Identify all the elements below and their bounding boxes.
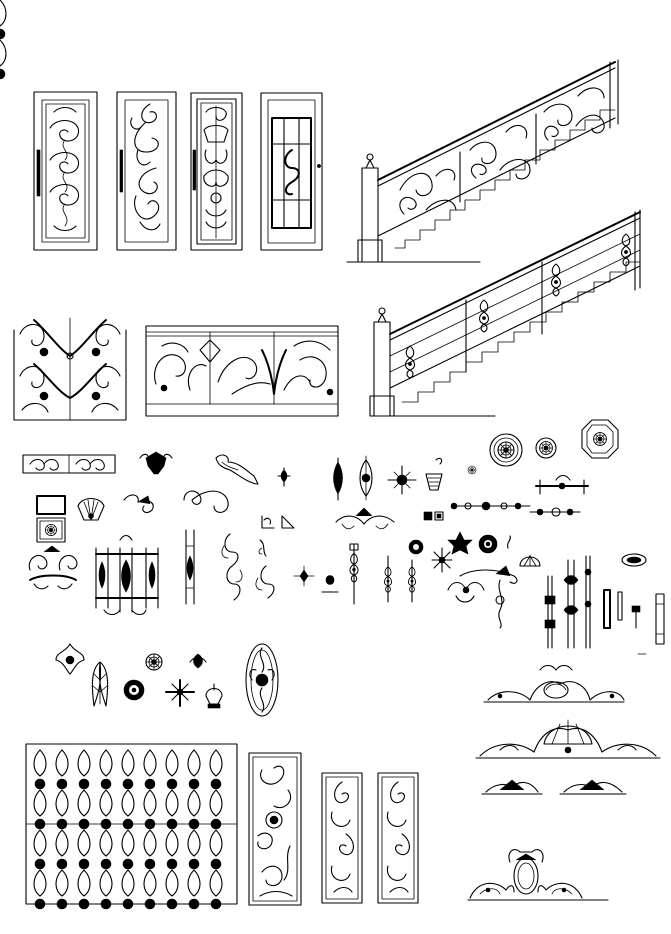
ornament-scroll-cluster <box>28 545 78 590</box>
ornament-flower-burst <box>55 643 85 675</box>
column-post-1 <box>544 575 556 649</box>
baroque-crest-2 <box>475 719 661 759</box>
ornament-double-spiral <box>183 490 229 513</box>
ornament-vertical-scroll-1 <box>221 533 243 601</box>
column-post-5 <box>631 593 665 645</box>
grille-panel-floral <box>248 752 302 906</box>
railing-panel-wide <box>145 325 339 417</box>
ornament-acanthus-scroll <box>215 454 259 485</box>
door-panel-1 <box>33 91 98 251</box>
ornament-bracket <box>425 457 443 491</box>
ornament-bar-rosettes <box>450 501 531 511</box>
column-post-4 <box>603 589 623 629</box>
ornament-tendril <box>258 539 267 557</box>
ornament-scroll-arm <box>459 565 518 584</box>
ornament-star-jewel <box>293 565 315 587</box>
ornament-vertical-baluster-3 <box>407 559 417 603</box>
ornament-cross-jewel <box>387 465 417 495</box>
baroque-cartouche-large <box>467 849 609 901</box>
ornament-rosette-small <box>467 465 477 475</box>
ornament-quatrefoil <box>189 653 207 669</box>
ornament-medallion-3 <box>621 553 647 567</box>
ornament-grille-tile <box>36 495 66 543</box>
ornament-dark-rosette <box>123 679 145 701</box>
ornament-finial <box>277 467 291 487</box>
ornament-octagon-medallion <box>581 419 619 459</box>
baroque-crest-1 <box>483 664 625 703</box>
ornament-scroll-pair <box>123 494 154 514</box>
door-panel-2 <box>116 91 177 251</box>
grille-panel-scroll-2 <box>377 772 419 904</box>
ornament-crest-small <box>139 451 173 475</box>
ornament-square-tiles <box>423 511 444 521</box>
baroque-crest-3 <box>481 779 543 795</box>
door-panel-3 <box>190 92 243 251</box>
ornament-shell-crest <box>77 497 105 521</box>
ornament-medallion-1 <box>489 433 523 467</box>
ornament-frieze-strip <box>22 454 116 474</box>
stair-railing-lower <box>369 209 641 417</box>
ornament-star-rosette <box>447 531 473 555</box>
ornament-post-1 <box>185 529 195 605</box>
ornament-vertical-jewel-1 <box>333 457 343 501</box>
ornament-crown-finial <box>321 575 339 593</box>
ornament-stud-row <box>529 507 581 517</box>
ornament-gate-panel <box>95 534 159 616</box>
ornament-snowflake <box>431 547 453 573</box>
ornament-rosette-black-1 <box>408 539 424 555</box>
ornament-cross-leaf <box>165 679 195 707</box>
door-panel-4 <box>260 92 323 251</box>
baroque-crest-4 <box>559 779 627 795</box>
column-post-2 <box>563 559 579 649</box>
stair-railing-upper <box>346 59 619 263</box>
ornament-urn-finial <box>205 683 223 709</box>
ornament-vertical-jewel-2 <box>359 455 373 501</box>
ornament-handle-bar <box>535 474 589 495</box>
grille-panel-large <box>0 0 238 910</box>
ornament-shell-fan <box>519 554 541 567</box>
ornament-acanthus-leaf <box>91 661 109 707</box>
grille-panel-scroll-1 <box>321 772 363 904</box>
ornament-pendant <box>495 579 505 629</box>
ornament-corner-pieces <box>261 515 295 529</box>
ornament-flame-small <box>507 535 511 549</box>
ornament-oval-cartouche <box>245 643 279 717</box>
railing-panel-square <box>13 317 127 421</box>
ornament-vertical-baluster-1 <box>349 543 359 605</box>
ornament-vertical-scroll-2 <box>255 565 275 599</box>
ornament-vertical-baluster-2 <box>383 555 393 603</box>
ornament-medallion-2 <box>535 437 557 459</box>
ornament-rosette-3 <box>145 653 163 671</box>
ornament-leaf-spray <box>447 581 485 603</box>
column-post-3 <box>584 555 592 649</box>
ornament-rosette-black-2 <box>478 534 498 554</box>
ornament-lintel-swag <box>335 507 395 530</box>
